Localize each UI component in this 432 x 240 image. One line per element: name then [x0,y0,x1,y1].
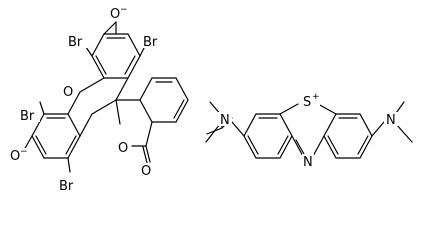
charge-o-top: − [120,5,128,15]
chemical-structures-drawing: O − Br Br O Br O − Br O O [10,5,413,194]
atom-br-top-left: Br [68,35,83,50]
atom-br-mid-left: Br [20,109,35,124]
atom-br-top-right: Br [143,35,158,50]
atom-n-right: N [386,113,396,128]
central-thiazine-ring [279,103,337,159]
atom-o-carbonyl: O [141,164,151,179]
atom-o-top: O [110,7,120,22]
isobenzofuranone-ring [115,77,189,164]
structure-canvas: O − Br Br O Br O − Br O O [10,5,413,194]
methylene-blue-structure: N S + N N [205,92,413,170]
left-aromatic-ring [243,113,293,159]
central-pyran-ring [67,77,129,115]
atom-br-bottom: Br [59,179,74,194]
lower-aromatic-ring [31,113,93,159]
atom-n-ring: N [303,155,313,170]
atom-o-bottom: O [10,149,20,164]
atom-n-left: N [220,113,230,128]
charge-o-bottom: − [20,147,28,157]
right-aromatic-ring [323,113,373,159]
eosin-structure: O − Br Br O Br O − Br O O [10,5,189,194]
atom-s-center: S [303,95,311,110]
atom-o-lactone: O [118,141,128,156]
atom-o-ring: O [63,85,73,100]
charge-s-center: + [312,92,320,102]
upper-aromatic-ring [91,33,141,79]
